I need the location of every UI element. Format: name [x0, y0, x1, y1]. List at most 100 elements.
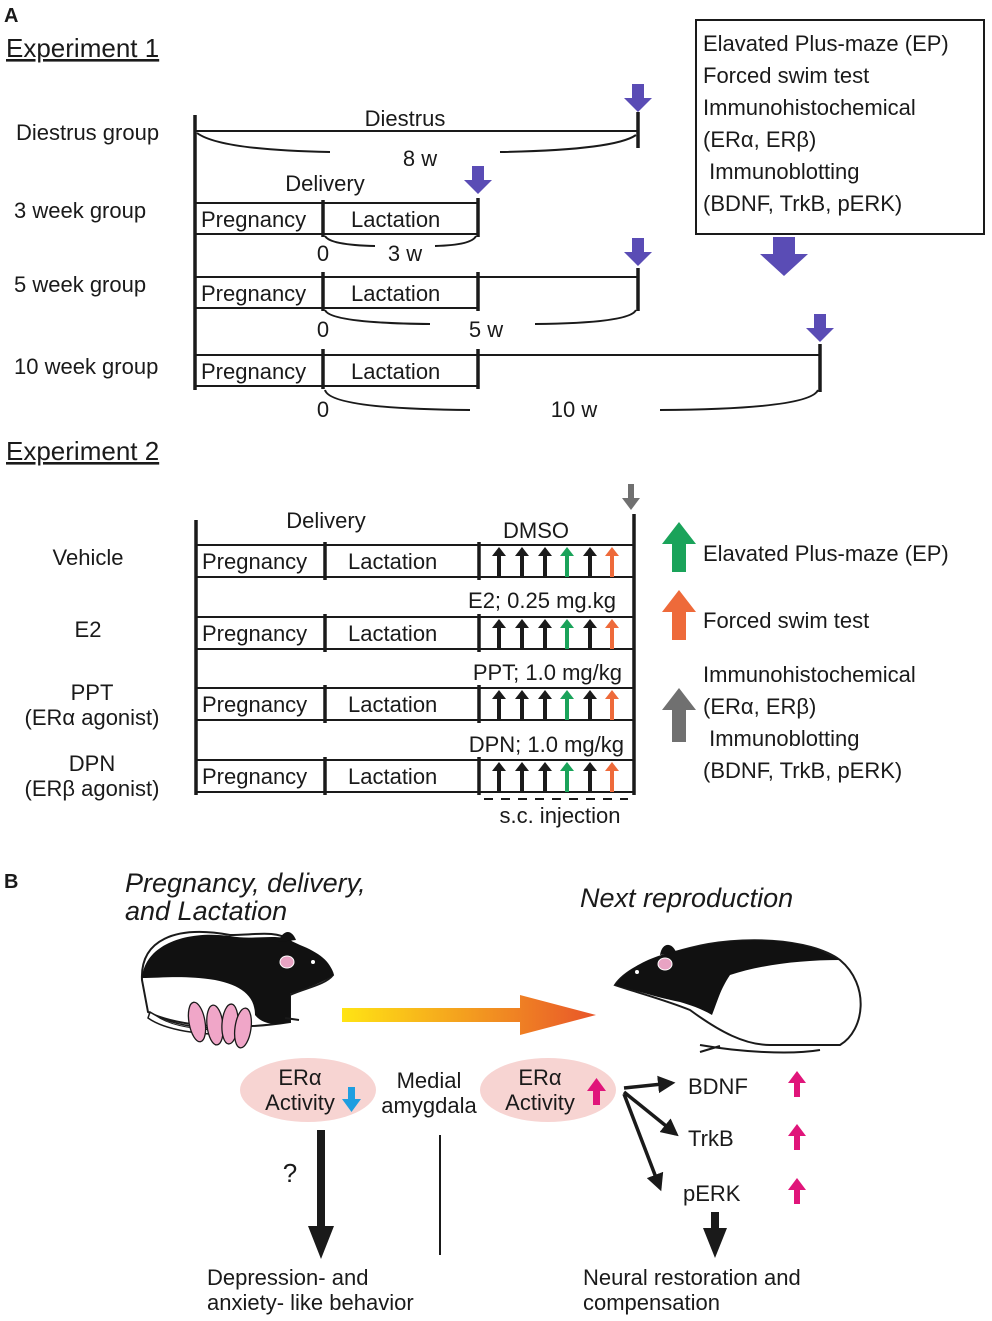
group-label-3-week: 3 week group	[14, 198, 146, 223]
exp2-row-ppt: Pregnancy Lactation	[196, 685, 634, 723]
era-left-line2: Activity	[265, 1090, 335, 1115]
marker-perk: pERK	[683, 1181, 741, 1206]
exp2-row-e2: Pregnancy Lactation	[196, 614, 634, 652]
down-arrow-icon	[624, 238, 652, 266]
marker-bdnf: BDNF	[688, 1074, 748, 1099]
group-label-10-week: 10 week group	[14, 354, 158, 379]
row3-brace-left	[324, 235, 376, 247]
group-label-5-week: 5 week group	[14, 272, 146, 297]
zero-label-row10: 0	[317, 397, 329, 422]
up-arrow-icon	[788, 1071, 806, 1097]
diestrus-brace-right	[499, 134, 637, 153]
exp2-legend: Elavated Plus-maze (EP) Forced swim test…	[662, 522, 949, 783]
black-up-arrow-icon	[515, 690, 529, 720]
exp2-row-vehicle: Pregnancy Lactation	[196, 542, 634, 580]
black-up-arrow-icon	[492, 619, 506, 649]
question-mark: ?	[283, 1158, 297, 1188]
box-line-markers: (BDNF, TrkB, pERK)	[703, 191, 902, 216]
legend-er: (ERα, ERβ)	[703, 694, 816, 719]
panel-b-label: B	[4, 871, 18, 893]
down-arrow-icon	[464, 166, 492, 194]
row3-brace-right	[434, 235, 477, 247]
orange-up-arrow-icon	[605, 762, 619, 792]
sampling-arrows	[464, 84, 834, 342]
green-up-arrow-icon	[560, 690, 574, 720]
duration-8w: 8 w	[403, 146, 437, 171]
legend-ib: Immunoblotting	[703, 726, 860, 751]
box-line-ihc: Immunohistochemical	[703, 95, 916, 120]
green-up-arrow-icon	[560, 619, 574, 649]
assessment-box	[695, 19, 985, 235]
black-up-arrow-icon	[492, 762, 506, 792]
black-up-arrow-icon	[492, 547, 506, 577]
duration-3w: 3 w	[388, 241, 422, 266]
box-line-ib: Immunoblotting	[703, 159, 860, 184]
exp2-row-dpn: Pregnancy Lactation	[196, 757, 634, 795]
zero-label-row3: 0	[317, 241, 329, 266]
pregnancy-label-row3: Pregnancy	[201, 207, 306, 232]
pregnancy-label: Pregnancy	[202, 692, 307, 717]
black-up-arrow-icon	[583, 690, 597, 720]
era-right-line1: ERα	[518, 1065, 562, 1090]
experiment-2-title: Experiment 2	[6, 436, 159, 466]
experiment-1-title: Experiment 1	[6, 33, 159, 63]
row5-brace-left	[324, 309, 431, 325]
black-up-arrow-icon	[538, 690, 552, 720]
black-up-arrow-icon	[515, 619, 529, 649]
lactation-label: Lactation	[348, 549, 437, 574]
black-up-arrow-icon	[492, 690, 506, 720]
lactation-label-row10: Lactation	[351, 359, 440, 384]
black-up-arrow-icon	[583, 547, 597, 577]
lactation-label: Lactation	[348, 621, 437, 646]
pregnancy-label: Pregnancy	[202, 621, 307, 646]
panel-a-label: A	[4, 5, 18, 27]
legend-ep: Elavated Plus-maze (EP)	[703, 541, 949, 566]
green-up-arrow-icon	[560, 547, 574, 577]
down-arrow-icon	[342, 1087, 361, 1112]
transition-arrow	[342, 995, 596, 1035]
era-left-line1: ERα	[278, 1065, 322, 1090]
black-up-arrow-icon	[583, 762, 597, 792]
right-down-arrow	[703, 1212, 727, 1258]
era-right-line2: Activity	[505, 1090, 575, 1115]
black-up-arrow-icon	[538, 762, 552, 792]
orange-up-arrow-icon	[605, 690, 619, 720]
nursing-rat-illustration	[140, 931, 335, 1049]
upregulation-arrows	[788, 1071, 806, 1204]
zero-label-row5: 0	[317, 317, 329, 342]
left-down-arrow	[308, 1130, 334, 1259]
black-up-arrow-icon	[538, 619, 552, 649]
left-title-line2: and Lactation	[125, 896, 287, 926]
group-label-vehicle: Vehicle	[53, 545, 124, 570]
diestrus-brace-left	[196, 132, 331, 153]
green-up-arrow-icon	[662, 522, 696, 572]
orange-up-arrow-icon	[605, 547, 619, 577]
gray-down-arrow-icon	[622, 484, 640, 510]
outcome-left-line1: Depression- and	[207, 1265, 368, 1290]
group-label-diestrus: Diestrus group	[16, 120, 159, 145]
gray-up-arrow-icon	[662, 688, 696, 742]
duration-5w: 5 w	[469, 317, 503, 342]
lactation-label: Lactation	[348, 692, 437, 717]
amygdala-label: amygdala	[381, 1093, 477, 1118]
outcome-right-line1: Neural restoration and	[583, 1265, 801, 1290]
black-up-arrow-icon	[583, 619, 597, 649]
era-left-ellipse	[240, 1058, 376, 1122]
treatment-label-ppt: PPT; 1.0 mg/kg	[473, 660, 622, 685]
black-up-arrow-icon	[515, 547, 529, 577]
down-arrow-icon	[806, 314, 834, 342]
group-label-e2: E2	[75, 617, 102, 642]
black-up-arrow-icon	[538, 547, 552, 577]
pregnancy-label: Pregnancy	[202, 549, 307, 574]
outcome-right-line2: compensation	[583, 1290, 720, 1315]
treatment-label-e2: E2; 0.25 mg.kg	[468, 588, 616, 613]
box-line-er: (ERα, ERβ)	[703, 127, 816, 152]
group-label-ppt: PPT	[71, 680, 114, 705]
duration-10w: 10 w	[551, 397, 598, 422]
group-label-ppt-sub: (ERα agonist)	[25, 705, 160, 730]
sc-injection-label: s.c. injection	[499, 803, 620, 828]
up-arrow-icon	[788, 1178, 806, 1204]
orange-up-arrow-icon	[662, 590, 696, 640]
delivery-label-exp1: Delivery	[285, 171, 364, 196]
